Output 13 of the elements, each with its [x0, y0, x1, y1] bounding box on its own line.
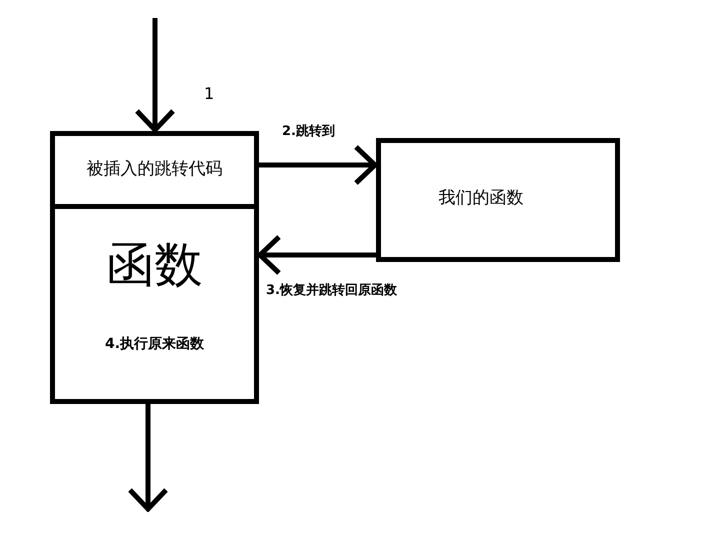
- arrow: [259, 144, 378, 186]
- edge-label: 3.恢复并跳转回原函数: [266, 282, 398, 300]
- arrow: [128, 404, 168, 512]
- node-title: 我们的函数: [438, 187, 524, 210]
- function-box: [50, 131, 259, 404]
- node-note: 4.执行原来函数: [104, 335, 206, 354]
- arrow: [258, 234, 376, 276]
- arrow: [134, 18, 176, 132]
- edge-label: 1: [204, 83, 214, 105]
- edge-label: 2.跳转到: [282, 123, 336, 141]
- node-title: 函数: [106, 241, 204, 289]
- node-title: 被插入的跳转代码: [86, 158, 222, 182]
- function-box: [376, 138, 620, 262]
